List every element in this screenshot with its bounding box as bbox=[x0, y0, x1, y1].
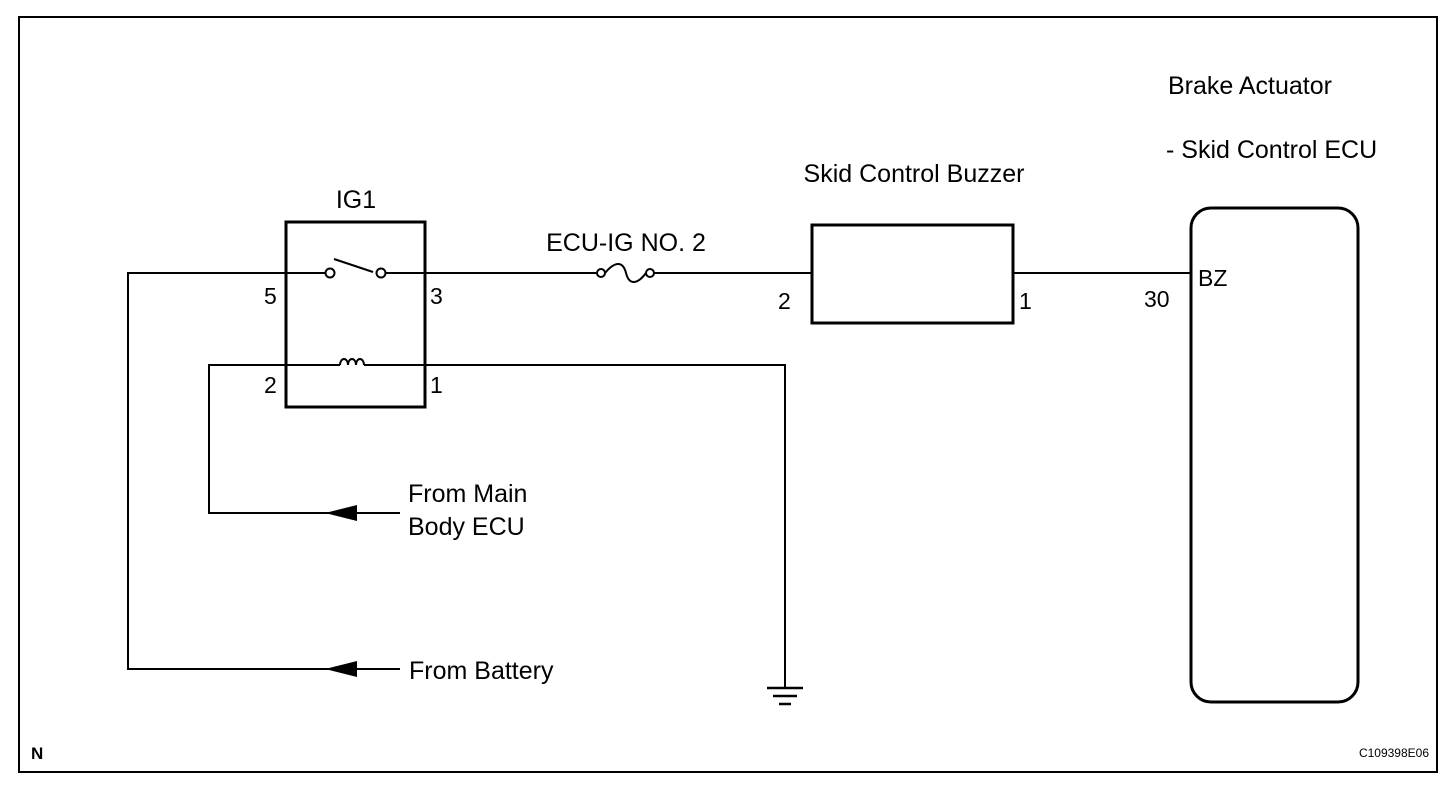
ecu-name-line2: - Skid Control ECU bbox=[1166, 136, 1377, 164]
battery-label: From Battery bbox=[409, 657, 554, 685]
battery-arrow-icon bbox=[325, 661, 357, 677]
main-body-ecu-arrow-icon bbox=[325, 505, 357, 521]
ecu-pin-number-label: 30 bbox=[1144, 286, 1170, 312]
buzzer-pin-1-label: 1 bbox=[1019, 288, 1032, 314]
fuse-icon bbox=[596, 263, 655, 283]
buzzer-name-label: Skid Control Buzzer bbox=[804, 160, 1025, 188]
main-body-ecu-label-line2: Body ECU bbox=[408, 513, 525, 541]
skid-control-buzzer-box bbox=[810, 223, 1015, 325]
battery-wire bbox=[127, 272, 400, 670]
main-body-ecu-label-line1: From Main bbox=[408, 480, 527, 508]
relay-coil-icon bbox=[339, 358, 370, 366]
relay-pin-1-label: 1 bbox=[430, 372, 443, 398]
relay-pin-2-label: 2 bbox=[264, 372, 277, 398]
relay-switch-icon bbox=[324, 258, 387, 279]
ecu-pin-name-label: BZ bbox=[1198, 265, 1227, 291]
skid-control-ecu-box bbox=[1189, 206, 1360, 704]
fuse-name-label: ECU-IG NO. 2 bbox=[546, 229, 706, 257]
ecu-name-line1: Brake Actuator bbox=[1168, 72, 1332, 100]
relay-pin-3-label: 3 bbox=[430, 283, 443, 309]
buzzer-pin-2-label: 2 bbox=[778, 288, 791, 314]
diagram-frame bbox=[18, 16, 1438, 773]
main-body-ecu-wire bbox=[208, 364, 400, 514]
ig1-relay-box bbox=[284, 220, 427, 409]
ground-icon bbox=[767, 686, 803, 706]
corner-letter: N bbox=[31, 744, 43, 763]
figure-code: C109398E06 bbox=[1359, 746, 1429, 760]
ground-wire bbox=[370, 364, 786, 688]
relay-pin-5-label: 5 bbox=[264, 283, 277, 309]
relay-name-label: IG1 bbox=[336, 186, 376, 214]
